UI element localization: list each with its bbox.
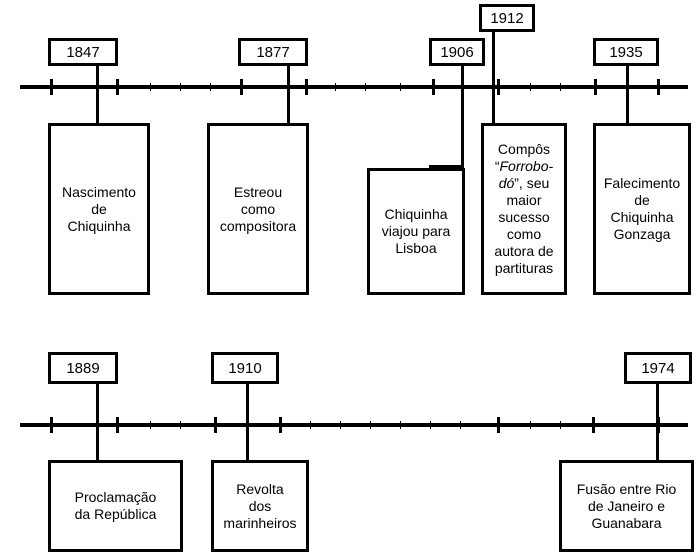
axis-minor-tick: [560, 421, 561, 429]
axis-minor-tick: [180, 421, 181, 429]
event-box-1877: Estreou como compositora: [207, 123, 309, 295]
axis-major-tick: [50, 79, 53, 95]
event-box-1974: Fusão entre Rio de Janeiro e Guanabara: [559, 460, 694, 552]
connector-1906-horizontal: [429, 165, 464, 168]
event-box-1912: Compôs “Forrobo- dó”, seu maior sucesso …: [481, 123, 567, 295]
year-box-1912: 1912: [479, 4, 535, 32]
connector-1910: [246, 384, 249, 462]
axis-minor-tick: [150, 83, 151, 91]
axis-minor-tick: [430, 421, 431, 429]
axis-minor-tick: [560, 83, 561, 91]
axis-minor-tick: [460, 421, 461, 429]
axis-major-tick: [116, 417, 119, 433]
year-box-1889: 1889: [48, 352, 118, 384]
bottom-timeline-axis: [20, 423, 688, 427]
axis-major-tick: [594, 79, 597, 95]
axis-major-tick: [657, 79, 660, 95]
year-box-1974: 1974: [624, 352, 692, 384]
year-box-1906: 1906: [429, 38, 485, 66]
connector-1912: [492, 32, 495, 124]
year-box-1935: 1935: [593, 38, 659, 66]
top-timeline-axis: [20, 85, 688, 89]
axis-major-tick: [305, 79, 308, 95]
connector-1906: [461, 66, 464, 168]
connector-1974: [656, 384, 659, 462]
axis-major-tick: [240, 79, 243, 95]
event-box-1935: Falecimento de Chiquinha Gonzaga: [593, 123, 691, 295]
event-box-1906: Chiquinha viajou para Lisboa: [367, 168, 465, 295]
axis-major-tick: [116, 79, 119, 95]
event-box-1847: Nascimento de Chiquinha: [48, 123, 150, 295]
axis-major-tick: [497, 79, 500, 95]
axis-minor-tick: [210, 83, 211, 91]
year-box-1847: 1847: [48, 38, 118, 66]
axis-minor-tick: [530, 421, 531, 429]
axis-minor-tick: [365, 83, 366, 91]
axis-minor-tick: [340, 421, 341, 429]
axis-minor-tick: [400, 421, 401, 429]
axis-major-tick: [592, 417, 595, 433]
event-1912-text-pre: Compôs “: [494, 141, 551, 174]
connector-1847: [96, 66, 99, 124]
event-box-1910: Revolta dos marinheiros: [211, 460, 309, 552]
connector-1877: [287, 66, 290, 124]
axis-major-tick: [214, 417, 217, 433]
axis-minor-tick: [370, 421, 371, 429]
axis-minor-tick: [400, 83, 401, 91]
event-1912-text-post: ”, seu maior sucesso como autora de part…: [494, 175, 554, 276]
event-box-1889: Proclamação da República: [48, 460, 183, 552]
axis-minor-tick: [310, 421, 311, 429]
axis-major-tick: [497, 417, 500, 433]
axis-minor-tick: [150, 421, 151, 429]
year-box-1910: 1910: [211, 352, 279, 384]
axis-minor-tick: [335, 83, 336, 91]
event-1912-text-italic: Forrobo- dó: [498, 158, 554, 191]
axis-minor-tick: [530, 83, 531, 91]
axis-major-tick: [50, 417, 53, 433]
year-box-1877: 1877: [238, 38, 308, 66]
connector-1889: [96, 384, 99, 462]
axis-major-tick: [432, 79, 435, 95]
axis-major-tick: [279, 417, 282, 433]
connector-1935: [626, 66, 629, 124]
axis-minor-tick: [180, 83, 181, 91]
